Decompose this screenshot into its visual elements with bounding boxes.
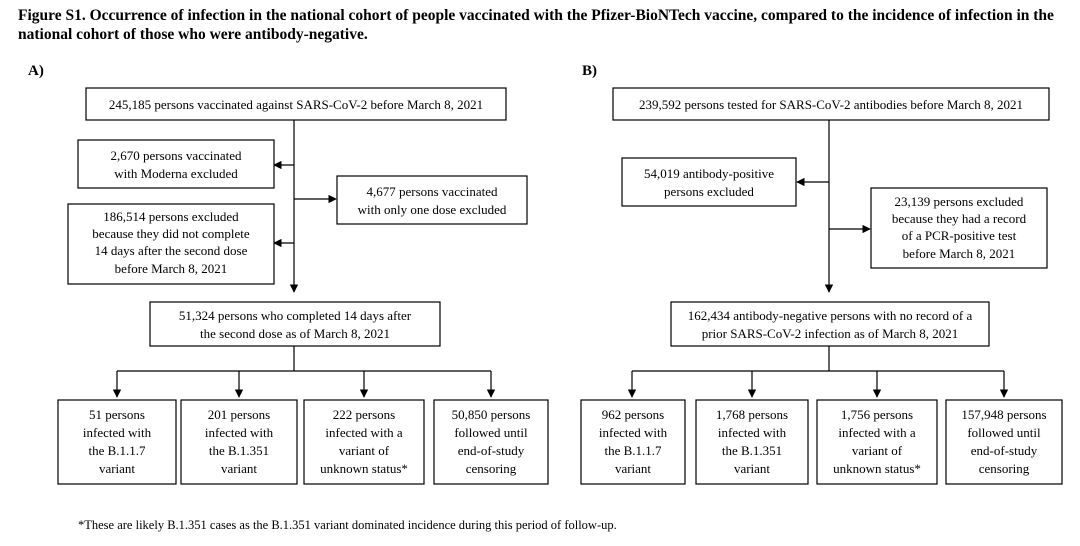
- svg-text:followed until: followed until: [967, 425, 1041, 440]
- svg-text:variant: variant: [615, 461, 651, 476]
- svg-text:with only one dose excluded: with only one dose excluded: [358, 202, 507, 217]
- svg-text:1,756 persons: 1,756 persons: [841, 407, 913, 422]
- svg-text:162,434 antibody-negative pers: 162,434 antibody-negative persons with n…: [688, 308, 973, 323]
- svg-text:14 days after the second dose: 14 days after the second dose: [95, 243, 248, 258]
- b-outcome-4-box: 157,948 persons followed until end-of-st…: [945, 399, 1063, 485]
- svg-text:23,139 persons excluded: 23,139 persons excluded: [895, 194, 1024, 209]
- svg-text:because they did not complete: because they did not complete: [92, 226, 250, 241]
- a-outcome-3-box: 222 persons infected with a variant of u…: [303, 399, 425, 485]
- panel-b-connectors: [627, 120, 1009, 398]
- svg-text:157,948 persons: 157,948 persons: [961, 407, 1046, 422]
- svg-text:followed until: followed until: [454, 425, 528, 440]
- svg-text:prior SARS-CoV-2 infection as: prior SARS-CoV-2 infection as of March 8…: [702, 326, 959, 341]
- svg-text:the B.1.1.7: the B.1.1.7: [604, 443, 662, 458]
- svg-text:infected with a: infected with a: [325, 425, 402, 440]
- a-outcome-1-box: 51 persons infected with the B.1.1.7 var…: [57, 399, 177, 485]
- svg-text:4,677 persons vaccinated: 4,677 persons vaccinated: [366, 184, 498, 199]
- svg-text:infected with a: infected with a: [838, 425, 915, 440]
- svg-text:infected with: infected with: [599, 425, 668, 440]
- svg-text:the B.1.351: the B.1.351: [722, 443, 782, 458]
- svg-text:186,514 persons excluded: 186,514 persons excluded: [103, 209, 239, 224]
- svg-text:the second dose as of March 8,: the second dose as of March 8, 2021: [200, 326, 390, 341]
- svg-text:51,324 persons who completed 1: 51,324 persons who completed 14 days aft…: [179, 308, 412, 323]
- a-top-text: 245,185 persons vaccinated against SARS-…: [109, 97, 483, 112]
- panel-a-label: A): [28, 63, 44, 79]
- svg-text:unknown status*: unknown status*: [320, 461, 408, 476]
- b-outcome-1-box: 962 persons infected with the B.1.1.7 va…: [580, 399, 686, 485]
- b-top-text: 239,592 persons tested for SARS-CoV-2 an…: [639, 97, 1023, 112]
- svg-text:variant: variant: [99, 461, 135, 476]
- panel-b-label: B): [582, 63, 597, 79]
- a-moderna-box: 2,670 persons vaccinated with Moderna ex…: [77, 139, 275, 189]
- svg-text:before March 8, 2021: before March 8, 2021: [115, 261, 228, 276]
- a-completed-box: 51,324 persons who completed 14 days aft…: [149, 301, 441, 347]
- svg-text:end-of-study: end-of-study: [971, 443, 1038, 458]
- svg-text:unknown status*: unknown status*: [833, 461, 921, 476]
- b-antibody-box: 54,019 antibody-positive persons exclude…: [621, 157, 797, 207]
- svg-text:54,019 antibody-positive: 54,019 antibody-positive: [644, 166, 774, 181]
- svg-text:of a PCR-positive test: of a PCR-positive test: [902, 228, 1017, 243]
- svg-text:infected with: infected with: [718, 425, 787, 440]
- svg-text:2,670 persons vaccinated: 2,670 persons vaccinated: [110, 148, 242, 163]
- a-one-dose-box: 4,677 persons vaccinated with only one d…: [336, 175, 528, 225]
- svg-text:end-of-study: end-of-study: [458, 443, 525, 458]
- svg-text:962 persons: 962 persons: [602, 407, 664, 422]
- b-pcr-box: 23,139 persons excluded because they had…: [870, 187, 1048, 269]
- b-outcome-3-box: 1,756 persons infected with a variant of…: [816, 399, 938, 485]
- a-outcome-2-box: 201 persons infected with the B.1.351 va…: [180, 399, 298, 485]
- svg-text:variant of: variant of: [339, 443, 390, 458]
- a-top-box: 245,185 persons vaccinated against SARS-…: [85, 87, 507, 121]
- svg-text:because they had a record: because they had a record: [892, 211, 1027, 226]
- svg-text:censoring: censoring: [979, 461, 1030, 476]
- b-outcome-2-box: 1,768 persons infected with the B.1.351 …: [695, 399, 809, 485]
- svg-text:censoring: censoring: [466, 461, 517, 476]
- svg-text:before March 8, 2021: before March 8, 2021: [903, 246, 1016, 261]
- footnote: *These are likely B.1.351 cases as the B…: [78, 518, 617, 532]
- a-outcome-4-box: 50,850 persons followed until end-of-stu…: [433, 399, 549, 485]
- figure-title: Figure S1. Occurrence of infection in th…: [18, 7, 1054, 43]
- b-top-box: 239,592 persons tested for SARS-CoV-2 an…: [612, 87, 1050, 121]
- svg-text:222 persons: 222 persons: [333, 407, 395, 422]
- svg-text:51 persons: 51 persons: [89, 407, 145, 422]
- svg-text:50,850 persons: 50,850 persons: [452, 407, 531, 422]
- a-14days-box: 186,514 persons excluded because they di…: [67, 203, 275, 285]
- svg-text:persons excluded: persons excluded: [664, 184, 754, 199]
- svg-text:201 persons: 201 persons: [208, 407, 270, 422]
- svg-text:infected with: infected with: [205, 425, 274, 440]
- svg-text:the B.1.351: the B.1.351: [209, 443, 269, 458]
- b-negative-box: 162,434 antibody-negative persons with n…: [670, 301, 990, 347]
- svg-text:variant: variant: [734, 461, 770, 476]
- panel-a-connectors: [112, 120, 496, 398]
- svg-text:1,768 persons: 1,768 persons: [716, 407, 788, 422]
- svg-text:variant: variant: [221, 461, 257, 476]
- svg-text:variant of: variant of: [852, 443, 903, 458]
- svg-text:the B.1.1.7: the B.1.1.7: [88, 443, 146, 458]
- svg-text:with Moderna excluded: with Moderna excluded: [114, 166, 238, 181]
- svg-text:infected with: infected with: [83, 425, 152, 440]
